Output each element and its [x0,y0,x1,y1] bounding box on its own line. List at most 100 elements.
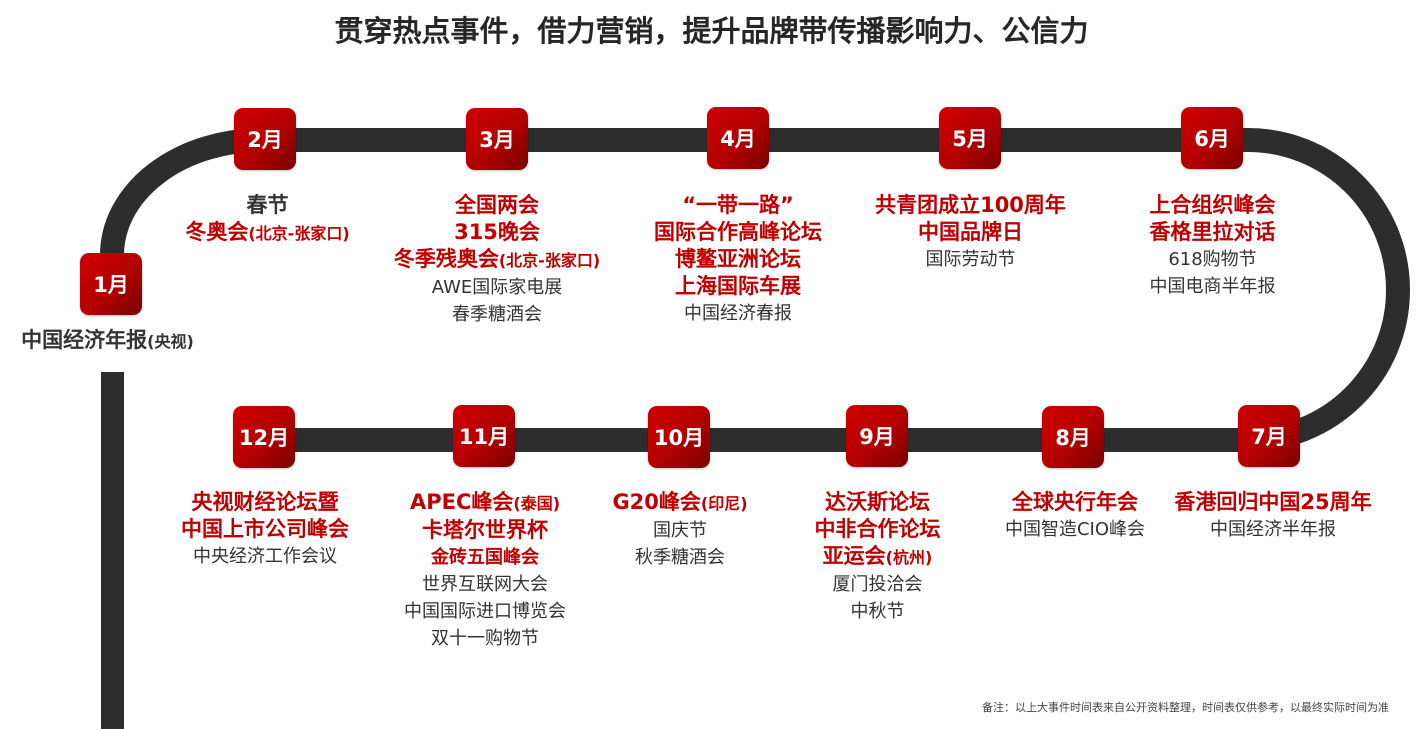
event-note: (泰国) [513,494,561,513]
event-line: 央视财经论坛暨 [165,489,365,516]
events-sep: 达沃斯论坛 中非合作论坛 亚运会(杭州) 厦门投洽会 中秋节 [790,489,965,625]
event-line: 中国国际进口博览会 [404,601,566,622]
event-note: (北京-张家口) [498,251,601,270]
month-label: 7月 [1251,425,1287,449]
event-line: 618购物节 [1168,249,1257,270]
event-text: G20峰会 [612,490,701,514]
event-line: 厦门投洽会 [832,574,923,595]
event-text: 卡塔尔世界杯 [422,518,548,542]
event-line: 中国品牌日 [858,219,1083,246]
event-text: 香格里拉对话 [1149,220,1276,244]
event-line: 中国智造CIO峰会 [1004,519,1146,540]
month-box-jan: 1月 [80,253,142,315]
event-text: 中国品牌日 [918,220,1023,244]
event-text: 中国上市公司峰会 [181,517,349,541]
events-aug: 全球央行年会 中国智造CIO峰会 [985,489,1165,543]
event-line: 共青团成立100周年 [858,192,1083,219]
event-text: 全球央行年会 [1012,490,1138,514]
footnote: 备注：以上大事件时间表来自公开资料整理，时间表仅供参考，以最终实际时间为准 [982,701,1389,714]
events-jul: 香港回归中国25周年 中国经济半年报 [1160,489,1386,543]
event-line: G20峰会(印尼) [595,489,765,517]
event-line: 中国上市公司峰会 [165,516,365,543]
month-label: 3月 [479,128,515,152]
events-jun: 上合组织峰会 香格里拉对话 618购物节 中国电商半年报 [1110,192,1315,300]
event-line: 中国电商半年报 [1149,276,1276,297]
event-line: AWE国际家电展 [431,277,563,298]
event-line: 冬季残奥会(北京-张家口) [377,246,617,274]
month-label: 9月 [859,425,895,449]
month-label: 12月 [238,426,290,450]
event-line: 中国经济半年报 [1210,519,1336,540]
event-line: 中国经济年报(央视) [0,327,215,355]
event-text: 香港回归中国25周年 [1174,490,1372,514]
event-line: 315晚会 [377,219,617,246]
event-text: 共青团成立100周年 [875,193,1066,217]
month-box-nov: 11月 [453,405,515,467]
month-box-may: 5月 [939,107,1001,169]
event-line: 国庆节 [653,520,707,541]
event-line: 中国经济春报 [684,303,792,324]
events-oct: G20峰会(印尼) 国庆节 秋季糖酒会 [595,489,765,571]
event-line: 世界互联网大会 [422,574,548,595]
event-line: 金砖五国峰会 [385,544,585,571]
month-box-sep: 9月 [846,405,908,467]
event-line: 全球央行年会 [985,489,1165,516]
event-line: 达沃斯论坛 [790,489,965,516]
month-label: 6月 [1194,127,1230,151]
month-label: 1月 [93,273,129,297]
events-jan: 中国经济年报(央视) [0,327,215,355]
event-line: 国际劳动节 [925,249,1016,270]
event-text: 中非合作论坛 [814,517,941,541]
month-label: 5月 [952,127,988,151]
event-text: 国际合作高峰论坛 [654,220,822,244]
event-text: APEC峰会 [409,490,514,514]
event-text: “一带一路” [682,193,794,217]
event-line: 中央经济工作会议 [193,546,337,567]
event-line: 卡塔尔世界杯 [385,517,585,544]
event-text: 中国经济年报 [21,328,148,352]
month-box-mar: 3月 [466,108,528,170]
event-line: APEC峰会(泰国) [385,489,585,517]
event-text: 冬奥会 [185,220,249,244]
event-line: 冬奥会(北京-张家口) [160,219,375,247]
event-text: 金砖五国峰会 [431,547,539,568]
event-line: 秋季糖酒会 [635,547,725,568]
events-dec: 央视财经论坛暨 中国上市公司峰会 中央经济工作会议 [165,489,365,570]
month-box-jul: 7月 [1238,405,1300,467]
page-title: 贯穿热点事件，借力营销，提升品牌带传播影响力、公信力 [334,14,1089,48]
events-may: 共青团成立100周年 中国品牌日 国际劳动节 [858,192,1083,273]
event-text: 央视财经论坛暨 [191,490,339,514]
month-label: 11月 [458,425,510,449]
event-line: 春节 [160,192,375,219]
events-feb: 春节 冬奥会(北京-张家口) [160,192,375,247]
event-line: 双十一购物节 [431,628,539,649]
event-note: (央视) [147,332,194,351]
month-label: 2月 [247,128,283,152]
event-text: 冬季残奥会 [393,247,499,271]
month-box-feb: 2月 [234,108,296,170]
event-text: 亚运会 [822,544,886,568]
event-line: 香格里拉对话 [1110,219,1315,246]
event-text: 全国两会 [455,193,539,217]
event-line: 春季糖酒会 [452,304,542,325]
events-mar: 全国两会 315晚会 冬季残奥会(北京-张家口) AWE国际家电展 春季糖酒会 [377,192,617,328]
event-note: (印尼) [700,494,748,513]
event-line: 上合组织峰会 [1110,192,1315,219]
event-note: (北京-张家口) [248,224,350,243]
event-line: 全国两会 [377,192,617,219]
month-box-apr: 4月 [707,107,769,169]
event-line: 亚运会(杭州) [790,543,965,571]
events-apr: “一带一路” 国际合作高峰论坛 博鳌亚洲论坛 上海国际车展 中国经济春报 [628,192,848,327]
event-line: 上海国际车展 [628,273,848,300]
event-note: (杭州) [885,548,933,567]
event-text: 315晚会 [454,220,540,244]
month-box-dec: 12月 [233,406,295,468]
month-box-oct: 10月 [648,406,710,468]
event-line: 国际合作高峰论坛 [628,219,848,246]
event-text: 春节 [246,193,289,217]
event-text: 上海国际车展 [675,274,801,298]
events-nov: APEC峰会(泰国) 卡塔尔世界杯 金砖五国峰会 世界互联网大会 中国国际进口博… [385,489,585,652]
event-text: 达沃斯论坛 [825,490,930,514]
event-line: 中秋节 [850,601,905,622]
